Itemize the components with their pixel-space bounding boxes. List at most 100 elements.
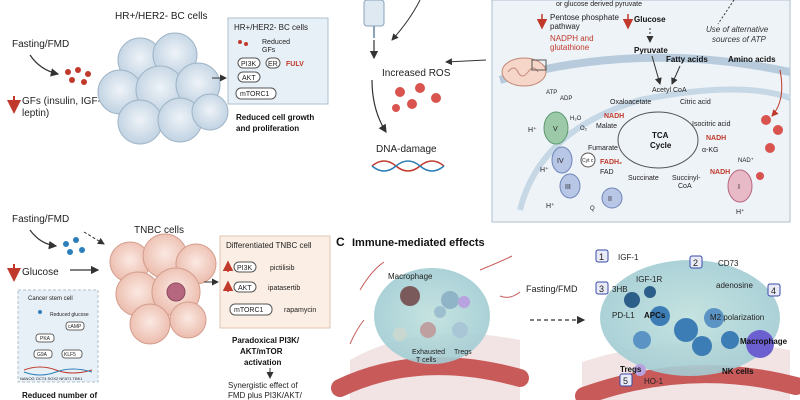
ros-to-dna-arrow — [371, 79, 387, 134]
gf-dots-top — [65, 67, 91, 85]
hr-cell-cluster — [97, 32, 229, 145]
complex-iii — [559, 173, 581, 199]
hr-caption-2: and proliferation — [236, 124, 299, 133]
badge-4: 4 — [767, 283, 781, 297]
hb3-label: 3HB — [612, 285, 628, 294]
hr-cells-label: HR+/HER2- BC cells — [115, 11, 208, 22]
tnbc-caption-3: activation — [244, 358, 281, 367]
klf5-label: KLF5 — [64, 352, 76, 358]
complex-i — [727, 169, 753, 203]
fadh2-label: FADH₂ — [600, 159, 622, 166]
fad-label: FAD — [600, 169, 614, 176]
adp-label: ADP — [560, 96, 572, 102]
mitochondrion-icon — [501, 57, 547, 87]
tnbc-pi3k-label: PI3K — [237, 265, 253, 272]
complex-iv-label: IV — [557, 158, 564, 165]
isocitric-label: Isocitric acid — [692, 121, 731, 128]
panel-c-title: Immune-mediated effects — [352, 237, 485, 249]
increased-ros-label: Increased ROS — [382, 68, 451, 79]
complex-v-label: V — [553, 126, 558, 133]
svg-text:1: 1 — [599, 252, 604, 262]
fasting-label-bottom: Fasting/FMD — [12, 214, 69, 225]
tnbc-mtorc1-label: mTORC1 — [234, 307, 264, 314]
klf5-box — [61, 349, 83, 359]
alt-atp-label: Use of alternative — [706, 25, 769, 34]
csc-dna-strand — [23, 368, 93, 376]
fasting-label-top: Fasting/FMD — [12, 39, 69, 50]
complex-i-label: I — [738, 184, 740, 191]
tnbc-caption-2: AKT/mTOR — [240, 347, 283, 356]
adenosine-label: adenosine — [716, 281, 753, 290]
panel-c: C Immune-mediated effects Macrophage Exh… — [331, 235, 800, 400]
complex-ii — [601, 187, 623, 209]
reduced-number-label: Reduced number of — [22, 391, 97, 400]
apc-cells — [624, 286, 656, 308]
akg-label: α-KG — [702, 147, 719, 154]
mito-membrane-inner — [517, 86, 792, 211]
succinate-label: Succinate — [628, 175, 659, 182]
hplus-label-1: H⁺ — [528, 126, 537, 134]
citric-label: Citric acid — [680, 99, 711, 106]
nadh-label-1: NADH — [604, 113, 624, 120]
badge-5: 5 — [619, 373, 633, 387]
macrophage-label-right: Macrophage — [740, 337, 788, 346]
top-arrow-b — [391, 0, 421, 41]
ipatasertib-label: ipatasertib — [268, 285, 300, 292]
hr-caption-1: Reduced cell growth — [236, 113, 314, 122]
h2o-label: H₂O — [570, 116, 582, 122]
mitochondrion-cristae — [507, 67, 539, 77]
fasting-arrow-top — [29, 54, 60, 77]
atp-label: ATP — [546, 90, 557, 96]
glucose-dots — [63, 237, 85, 255]
pka-label: PKA — [40, 336, 51, 342]
oxaloacetate-label: Oxaloacetate — [610, 99, 651, 106]
panel-b: Increased ROS DNA-damage or glucose deri… — [363, 0, 792, 223]
tnbc-cells-label: TNBC cells — [134, 225, 184, 236]
csc-box — [17, 289, 99, 383]
reduced-glucose-label: Reduced glucose — [50, 312, 89, 318]
hplus-label-4: H⁺ — [736, 208, 745, 216]
badge-2: 2 — [689, 255, 703, 269]
pka-box — [35, 333, 55, 343]
rapamycin-label: rapamycin — [284, 307, 316, 314]
nadh-label-2: NADH — [706, 135, 726, 142]
alt-dashed — [717, 0, 735, 25]
cytc-label: Cyt c — [582, 158, 594, 164]
ros-arrow-in — [445, 58, 487, 66]
macrophage-label-left: Macrophage — [388, 272, 433, 281]
igf1-label: IGF-1 — [618, 253, 639, 262]
tumor-left-cells — [393, 286, 468, 341]
dna-damage-label: DNA-damage — [376, 144, 437, 155]
glutathione-label: glutathione — [550, 43, 590, 52]
hplus-label-3: H⁺ — [546, 202, 555, 210]
nadph-label: NADPH and — [550, 34, 594, 43]
nk-label: NK cells — [722, 367, 754, 376]
svg-text:4: 4 — [771, 286, 776, 296]
tca-cycle-ring — [617, 111, 699, 169]
apcs-label: APCs — [644, 311, 666, 320]
tnbc-mtorc1-box — [229, 303, 273, 316]
complex-v — [543, 111, 569, 145]
top-note: or glucose derived pyruvate — [556, 1, 642, 8]
tca-label: TCA — [652, 131, 669, 140]
synergy-label-2: FMD plus PI3K/AKT/ — [228, 391, 303, 400]
reduced-label: Reduced — [262, 39, 290, 46]
fulv-label: FULV — [286, 61, 304, 68]
tregs-label-right: Tregs — [620, 365, 642, 374]
camp-box — [65, 321, 85, 331]
blood-vessel-left — [331, 357, 529, 397]
er-box — [265, 57, 281, 69]
zoom-square — [531, 59, 547, 71]
fatty-to-acetyl — [671, 65, 681, 85]
succinyl-label: Succinyl- — [672, 175, 701, 182]
genes-label: NANOG OCT4 SOX2 NFAT1 TBK1 — [20, 376, 83, 381]
tumor-right-cells — [633, 306, 774, 358]
pdl1-label: PD-L1 — [612, 311, 635, 320]
mtorc1-label: mTORC1 — [240, 91, 270, 98]
akt-label: AKT — [242, 75, 256, 82]
svg-text:3: 3 — [599, 284, 604, 294]
cytc-circle — [580, 152, 596, 168]
csc-label: Cancer stem cell — [28, 296, 73, 302]
amino-acids-label: Amino acids — [728, 55, 776, 64]
acetyl-label: Acetyl CoA — [652, 87, 687, 94]
